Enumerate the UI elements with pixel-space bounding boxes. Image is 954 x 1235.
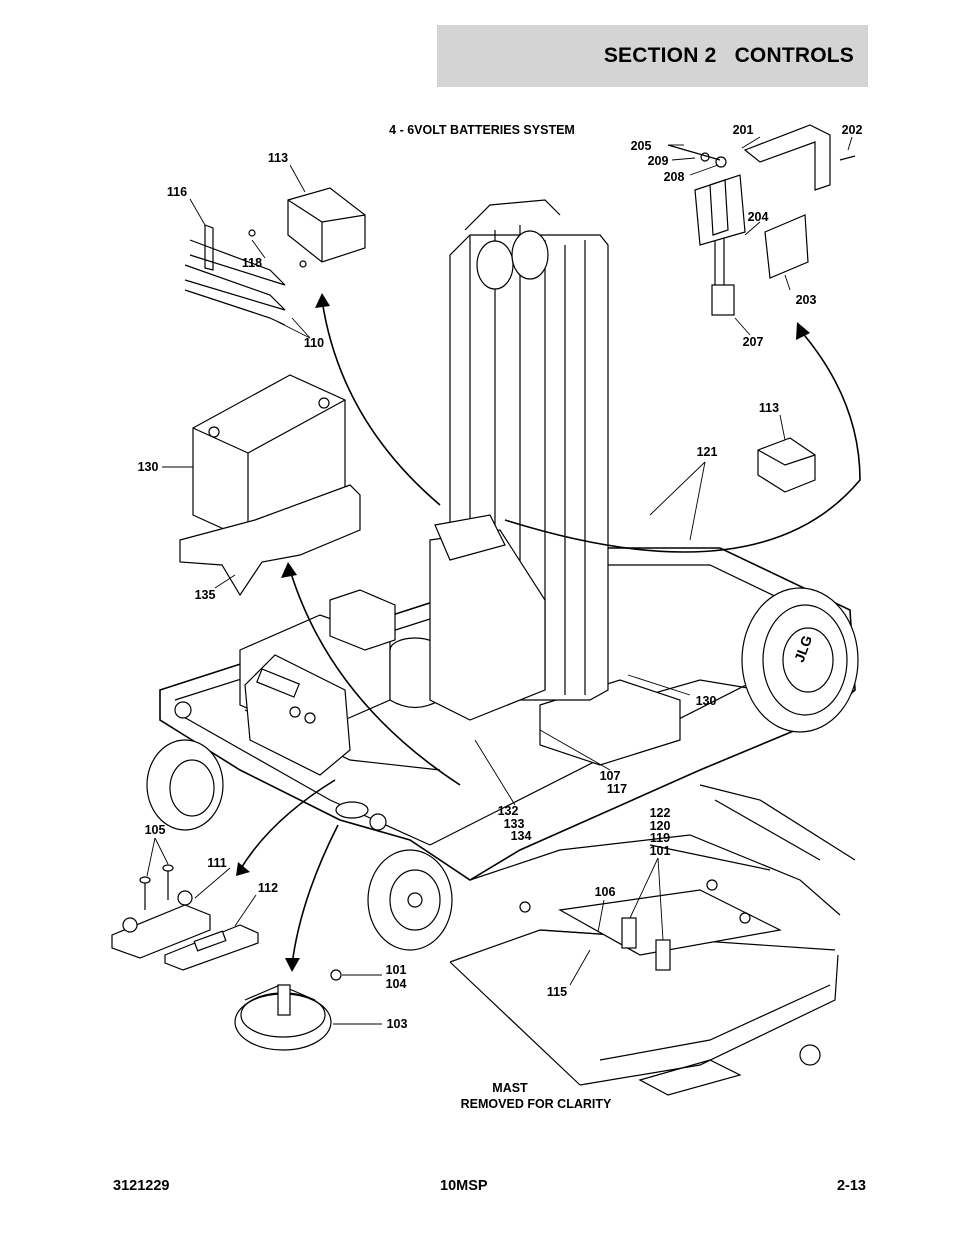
leader-lines	[146, 136, 853, 1025]
section-title: SECTION 2 CONTROLS	[603, 44, 854, 67]
callout-122: 122	[650, 806, 671, 820]
callout-207: 207	[743, 335, 764, 349]
callout-133: 133	[504, 817, 525, 831]
callout-115: 115	[547, 985, 567, 999]
switch-bracket-detail	[667, 124, 856, 316]
footer-model: 10MSP	[440, 1178, 488, 1194]
callout-205: 205	[631, 139, 652, 153]
callout-106: 106	[595, 885, 616, 899]
callout-132: 132	[498, 804, 519, 818]
callout-101-lower: 101	[650, 844, 671, 858]
callout-113: 113	[268, 151, 288, 165]
callout-135: 135	[195, 588, 216, 602]
callout-112: 112	[258, 881, 278, 895]
callout-111: 111	[207, 856, 227, 870]
section-header: SECTION 2 CONTROLS	[437, 25, 868, 87]
callout-105: 105	[145, 823, 166, 837]
callout-130: 130	[138, 460, 159, 474]
chassis-drawing: JLG	[146, 547, 859, 951]
callout-201: 201	[733, 123, 754, 137]
lower-subview-drawing	[449, 784, 856, 1096]
callout-113-right: 113	[759, 401, 779, 415]
callout-208: 208	[664, 170, 685, 184]
caption-batteries-system: 4 - 6VOLT BATTERIES SYSTEM	[389, 123, 575, 137]
footer-page-number: 2-13	[836, 1178, 866, 1194]
fuse-terminal-detail	[111, 864, 259, 971]
callout-101: 101	[386, 963, 407, 977]
callout-130-lower: 130	[696, 694, 717, 708]
relay-right-detail	[757, 437, 816, 493]
callout-119: 119	[650, 831, 670, 845]
callout-103: 103	[387, 1017, 408, 1031]
battery-detail	[179, 374, 361, 597]
callout-121: 121	[697, 445, 718, 459]
caption-mast-line1: MAST	[492, 1081, 528, 1095]
callout-204: 204	[748, 210, 769, 224]
footer-document-number: 3121229	[113, 1178, 170, 1194]
callout-134: 134	[511, 829, 532, 843]
callout-107: 107	[600, 769, 621, 783]
callout-110: 110	[304, 336, 324, 350]
callout-209: 209	[648, 154, 669, 168]
horn-detail	[234, 969, 342, 1051]
callout-104: 104	[386, 977, 407, 991]
routing-arrows	[236, 293, 861, 972]
callout-numbers: 201 202 205 209 208 204 203 207 113 116 …	[138, 123, 863, 1031]
caption-mast-line2: REMOVED FOR CLARITY	[461, 1097, 612, 1111]
callout-120: 120	[650, 819, 671, 833]
callout-116: 116	[167, 185, 187, 199]
relay-bracket-detail	[184, 187, 366, 326]
callout-117: 117	[607, 782, 627, 796]
callout-118: 118	[242, 256, 262, 270]
callout-202: 202	[842, 123, 863, 137]
callout-203: 203	[796, 293, 817, 307]
mast-drawing	[429, 199, 609, 721]
